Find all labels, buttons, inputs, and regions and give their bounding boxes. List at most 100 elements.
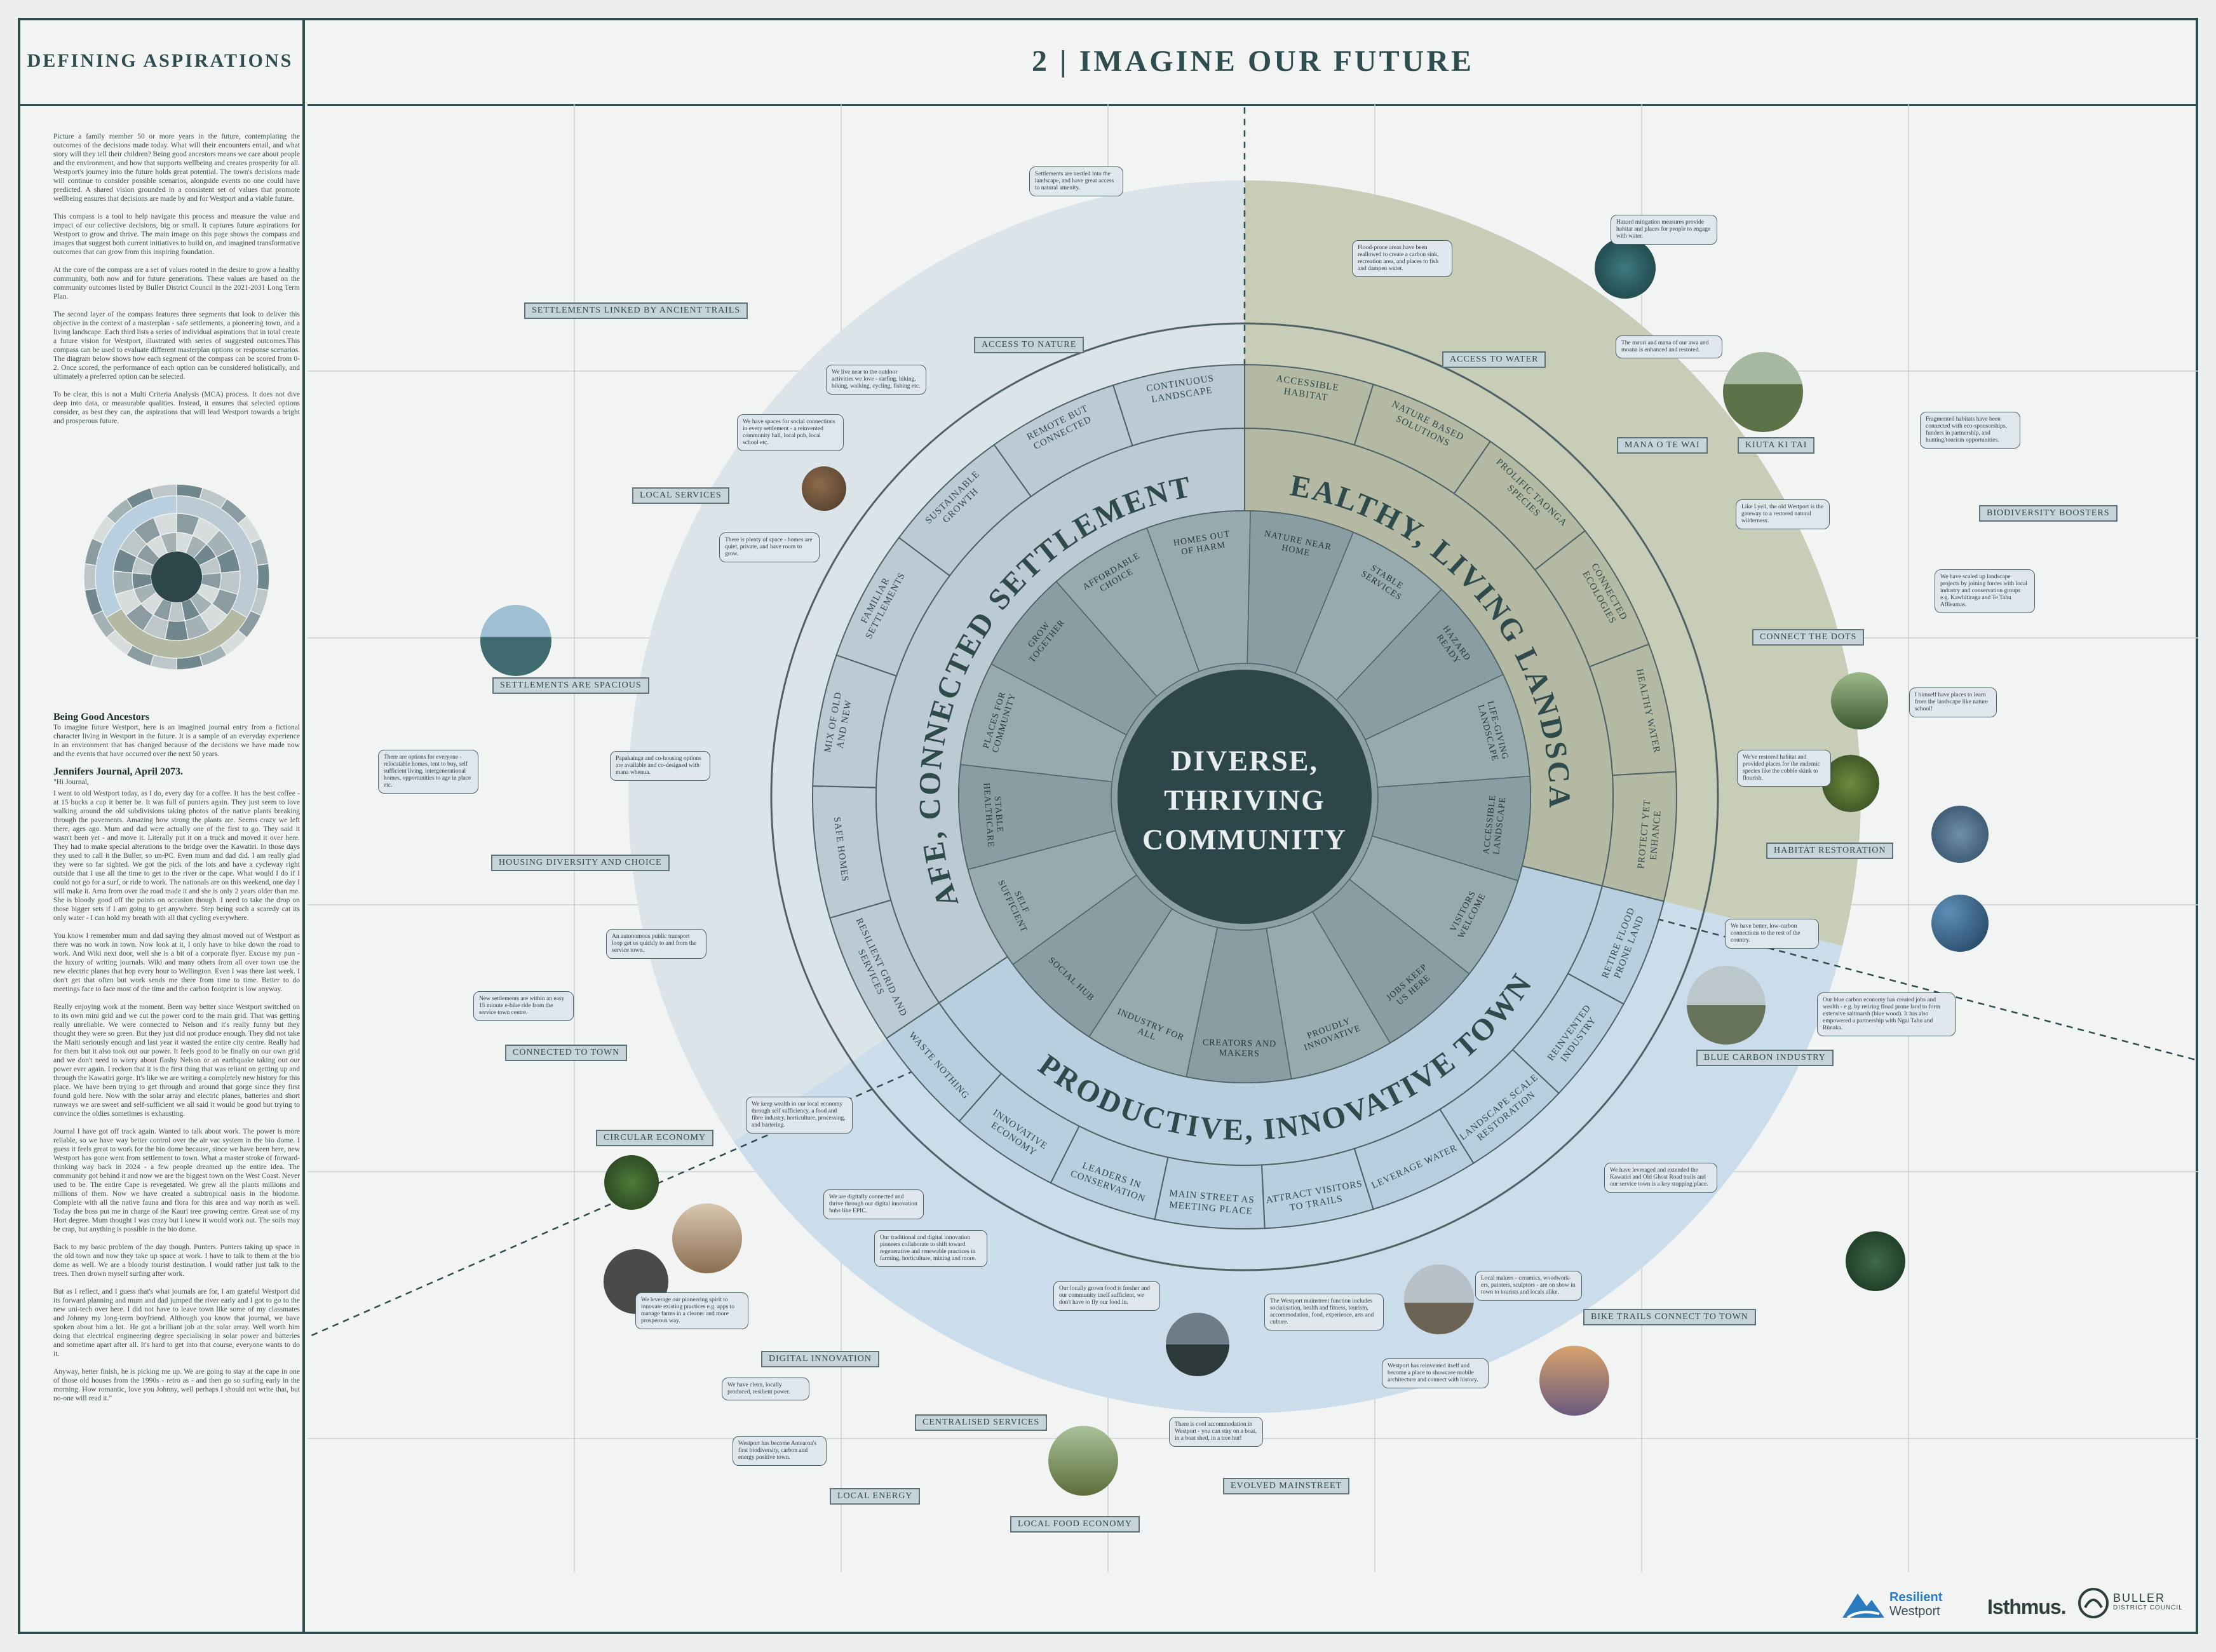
speech-bubble: Fragmented habitats have been connected …: [1920, 412, 2020, 449]
image-label: LOCAL FOOD ECONOMY: [1010, 1516, 1140, 1533]
core-title: COMMUNITY: [1142, 823, 1347, 856]
speech-bubble: Our locally grown food is fresher and ou…: [1053, 1281, 1160, 1311]
photo-kayaks: [480, 605, 551, 676]
image-label: BIODIVERSITY BOOSTERS: [1979, 505, 2118, 522]
aspiration-label-line: ENHANCE: [1649, 810, 1663, 861]
speech-bubble: Westport has reinvented itself and becom…: [1382, 1358, 1489, 1388]
mountain-icon: [1842, 1594, 1884, 1619]
image-label: CONNECT THE DOTS: [1752, 629, 1865, 646]
speech-bubble: We leverage our pioneering spirit to inn…: [635, 1292, 748, 1329]
image-label: BLUE CARBON INDUSTRY: [1696, 1050, 1834, 1066]
image-label: LOCAL ENERGY: [830, 1488, 921, 1505]
image-label: HOUSING DIVERSITY AND CHOICE: [491, 855, 670, 871]
logo-text: Westport: [1889, 1604, 1940, 1618]
speech-bubble: New settlements are within an easy 15 mi…: [473, 991, 574, 1021]
speech-bubble: We have spaces for social connections in…: [737, 414, 844, 451]
photo-trail-map: [1846, 1231, 1905, 1291]
score-core: [151, 552, 202, 602]
speech-bubble: Papakainga and co-housing options are av…: [610, 751, 710, 781]
journal-heading: Jennifers Journal, April 2073.: [53, 766, 184, 777]
photo-boat-house: [1166, 1313, 1229, 1376]
page-title: 2 | IMAGINE OUR FUTURE: [307, 18, 2198, 106]
speech-bubble: We are digitally connected and thrive th…: [823, 1189, 924, 1219]
speech-bubble: Local makers - ceramics, woodwork-ers, p…: [1475, 1271, 1582, 1301]
speech-bubble: Settlements are nestled into the landsca…: [1029, 166, 1123, 196]
value-label-line: HEALTHCARE: [981, 783, 995, 848]
speech-bubble: The mauri and mana of our awa and moana …: [1616, 335, 1722, 358]
image-label: EVOLVED MAINSTREET: [1223, 1478, 1349, 1494]
photo-garden-beds: [1048, 1426, 1118, 1496]
speech-bubble: We have leveraged and extended the Kawat…: [1604, 1163, 1717, 1193]
buller-emblem-icon: [2078, 1588, 2109, 1618]
journal-paragraph: But as I reflect, and I guess that's wha…: [53, 1288, 300, 1358]
photo-water-poles: [1595, 238, 1656, 299]
speech-bubble: We have clean, locally produced, resilie…: [722, 1378, 809, 1400]
score-cell: [150, 484, 177, 499]
image-label: BIKE TRAILS CONNECT TO TOWN: [1583, 1309, 1756, 1325]
speech-bubble: An autonomous public transport loop get …: [606, 929, 706, 959]
resilient-westport-logo: Resilient Westport: [1841, 1590, 1942, 1619]
outer-ring: [770, 322, 1719, 1271]
speech-bubble: There is plenty of space - homes are qui…: [719, 532, 820, 562]
scoring-compass: [83, 484, 270, 670]
photo-pier: [1404, 1264, 1474, 1334]
photo-pub-interior: [802, 466, 846, 511]
image-label: CIRCULAR ECONOMY: [596, 1130, 714, 1146]
image-label: CENTRALISED SERVICES: [915, 1414, 1048, 1431]
photo-coast-aerial: [1931, 895, 1989, 952]
image-label: CONNECTED TO TOWN: [505, 1045, 628, 1061]
intro-paragraph: This compass is a tool to help navigate …: [53, 213, 300, 256]
ancestors-block: Being Good Ancestors To imagine future W…: [53, 712, 300, 1412]
speech-bubble: We keep wealth in our local economy thro…: [746, 1097, 853, 1134]
image-label: DIGITAL INNOVATION: [761, 1351, 879, 1367]
journal-paragraph: You know I remember mum and dad saying t…: [53, 932, 300, 993]
journal-paragraph: Back to my basic problem of the day thou…: [53, 1243, 300, 1278]
value-label-line: CREATORS AND: [1203, 1038, 1277, 1049]
speech-bubble: The Westport mainstreet function include…: [1264, 1294, 1384, 1330]
speech-bubble: Like Lyell, the old Westport is the gate…: [1736, 499, 1830, 529]
compass-core: [1118, 670, 1372, 924]
journal-paragraph: "Hi Journal,: [53, 778, 89, 786]
ancestors-heading: Being Good Ancestors: [53, 712, 150, 722]
journal-paragraph: Anyway, better finish, he is picking me …: [53, 1368, 300, 1402]
journal-paragraph: Really enjoying work at the moment. Been…: [53, 1003, 300, 1118]
score-cell: [83, 563, 97, 591]
intro-paragraph: To be clear, this is not a Multi Criteri…: [53, 391, 300, 425]
logo-text: BULLER: [2113, 1592, 2166, 1604]
speech-bubble: We've restored habitat and provided plac…: [1737, 750, 1831, 787]
intro-paragraph: Picture a family member 50 or more years…: [53, 133, 301, 203]
photo-hut: [1723, 352, 1803, 432]
value-label: CREATORS ANDMAKERS: [1202, 1038, 1276, 1059]
value-label-line: MAKERS: [1219, 1048, 1260, 1059]
isthmus-logo: Isthmus.: [1987, 1595, 2067, 1618]
sidebar-title: DEFINING ASPIRATIONS: [18, 18, 302, 106]
journal-paragraph: Journal I have got off track again. Want…: [53, 1128, 300, 1233]
speech-bubble: We have scaled up landscape projects by …: [1935, 569, 2035, 613]
speech-bubble: We have better, low-carbon connections t…: [1725, 919, 1819, 949]
photo-plants: [604, 1155, 659, 1210]
photo-epic-westport: [672, 1203, 742, 1273]
image-label: SETTLEMENTS LINKED BY ANCIENT TRAILS: [524, 302, 748, 319]
speech-bubble: Our traditional and digital innovation p…: [874, 1230, 987, 1267]
value-label: STABLEHEALTHCARE: [981, 782, 1005, 848]
core-title: THRIVING: [1164, 784, 1325, 816]
sidebar: DEFINING ASPIRATIONS Picture a family me…: [18, 18, 305, 1634]
score-cell: [257, 563, 270, 591]
speech-bubble: Flood-prone areas have been reallowed to…: [1352, 240, 1452, 277]
speech-bubble: Westport has become Aotearoa's first bio…: [733, 1436, 827, 1466]
logo-text: DISTRICT COUNCIL: [2113, 1604, 2183, 1611]
intro-text: Picture a family member 50 or more years…: [53, 132, 300, 435]
value-cell: [1055, 527, 1200, 697]
speech-bubble: There is cool accommodation in Westport …: [1169, 1417, 1263, 1447]
photo-saltmarsh: [1687, 966, 1766, 1045]
image-label: HABITAT RESTORATION: [1766, 843, 1894, 859]
speech-bubble: Our blue carbon economy has created jobs…: [1817, 992, 1956, 1036]
photo-group-learning: [1831, 672, 1888, 729]
scoring-diagram: [83, 484, 270, 670]
image-label: KIUTA KI TAI: [1738, 437, 1815, 454]
photo-painting: [1539, 1346, 1609, 1416]
buller-logo: BULLER DISTRICT COUNCIL: [2078, 1587, 2183, 1619]
image-label: ACCESS TO WATER: [1442, 351, 1546, 368]
intro-paragraph: The second layer of the compass features…: [53, 311, 300, 381]
